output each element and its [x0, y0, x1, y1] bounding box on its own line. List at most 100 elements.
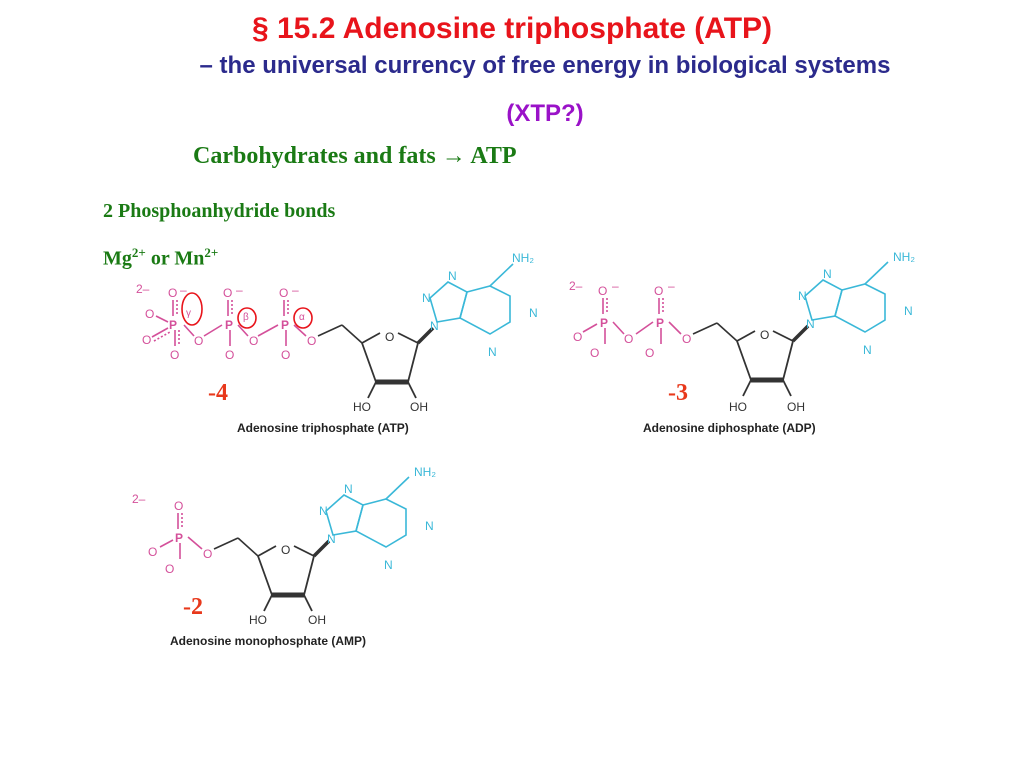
adp-n3: N	[863, 343, 872, 357]
gamma-bond-circle	[181, 292, 203, 326]
atp-charge: -4	[208, 380, 228, 406]
atp-o-bridge-2: O	[249, 334, 258, 348]
amp-caption: Adenosine monophosphate (AMP)	[170, 634, 366, 648]
mn-superscript: 2+	[204, 245, 219, 260]
atp-minus-3: –	[292, 283, 299, 297]
atp-o-ester: O	[307, 334, 316, 348]
adp-charge: -3	[668, 380, 688, 406]
slide-title: § 15.2 Adenosine triphosphate (ATP)	[0, 12, 1024, 46]
atp-oh: OH	[410, 400, 428, 414]
mn-label: Mn	[174, 247, 205, 270]
atp-ring-o: O	[385, 330, 394, 344]
amp-n3: N	[384, 558, 393, 572]
adp-ring-o: O	[760, 328, 769, 342]
atp-n7-ring: N	[422, 291, 431, 305]
adp-o-bottom-2: O	[645, 346, 654, 360]
atp-o-bridge-1: O	[194, 334, 203, 348]
atp-o-top-2: O	[223, 286, 232, 300]
amp-n1: N	[425, 519, 434, 533]
amp-charge: -2	[183, 594, 203, 620]
atp-n9: N	[430, 319, 439, 333]
adp-o-bridge: O	[624, 332, 633, 346]
atp-nh2: NH₂	[512, 251, 534, 265]
carbs-product: ATP	[470, 143, 517, 169]
carbs-to-atp: Carbohydrates and fats → ATP	[193, 143, 517, 170]
title-text: 15.2 Adenosine triphosphate (ATP)	[276, 12, 773, 45]
adp-n1: N	[904, 304, 913, 318]
atp-ion-charge: 2–	[136, 282, 150, 296]
atp-minus-2: –	[236, 283, 243, 297]
adp-ho: HO	[729, 400, 747, 414]
adp-n9: N	[806, 317, 815, 331]
atp-ho: HO	[353, 400, 371, 414]
adp-o-bottom-1: O	[590, 346, 599, 360]
amp-nh2: NH₂	[414, 465, 436, 479]
or-label: or	[145, 247, 175, 270]
adp-o-top-1: O	[598, 284, 607, 298]
amp-ho: HO	[249, 613, 267, 627]
atp-o-bottom-1: O	[170, 348, 179, 362]
adp-minus-2: –	[668, 279, 675, 293]
atp-p-beta: P	[225, 318, 233, 332]
atp-o-bottom-3: O	[281, 348, 290, 362]
amp-structure: 2– O O P O O O HO OH N N N N N NH₂ Adeno…	[132, 465, 436, 648]
atp-n3: N	[488, 345, 497, 359]
adp-o-ester: O	[682, 332, 691, 346]
carbs-text: Carbohydrates and fats	[193, 143, 436, 169]
atp-labels: 2– – – – O O O O O P P P O O O O O O γ β…	[136, 251, 538, 414]
gamma-label: γ	[186, 308, 191, 319]
adp-p-beta: P	[600, 316, 608, 330]
atp-o-top-3: O	[279, 286, 288, 300]
slide-subtitle: – the universal currency of free energy …	[199, 52, 891, 79]
atp-phosphate-chain	[151, 300, 307, 346]
amp-n7-ring: N	[319, 504, 328, 518]
amp-o-top: O	[174, 499, 183, 513]
adp-nh2: NH₂	[893, 250, 915, 264]
atp-o-bottom-2: O	[225, 348, 234, 362]
atp-caption: Adenosine triphosphate (ATP)	[237, 421, 409, 435]
beta-label: β	[243, 312, 249, 323]
atp-structure: 2– – – – O O O O O P P P O O O O O O γ β…	[136, 251, 538, 435]
amp-ring-o: O	[281, 543, 290, 557]
atp-n7: N	[448, 269, 457, 283]
adp-o-top-2: O	[654, 284, 663, 298]
adp-p-alpha: P	[656, 316, 664, 330]
mg-label: Mg	[103, 247, 132, 270]
adp-oh: OH	[787, 400, 805, 414]
adp-o-left: O	[573, 330, 582, 344]
adp-n7-ring: N	[798, 289, 807, 303]
xtp-note: (XTP?)	[506, 100, 584, 127]
amp-ion-charge: 2–	[132, 492, 146, 506]
amp-oh: OH	[308, 613, 326, 627]
atp-p-gamma: P	[169, 318, 177, 332]
mg-superscript: 2+	[131, 245, 146, 260]
atp-o-left: O	[145, 307, 154, 321]
arrow-icon: →	[441, 143, 466, 169]
section-symbol: §	[251, 12, 269, 45]
adp-minus-1: –	[612, 279, 619, 293]
atp-adenine	[429, 263, 514, 335]
atp-minus-1: –	[180, 283, 187, 297]
phosphoanhydride-bonds: 2 Phosphoanhydride bonds	[103, 200, 336, 222]
amp-n7: N	[344, 482, 353, 496]
bond-circles	[181, 292, 313, 329]
atp-o-top-1: O	[168, 286, 177, 300]
alpha-label: α	[299, 312, 305, 323]
alpha-bond-circle	[293, 307, 313, 329]
amp-o-ester: O	[203, 547, 212, 561]
atp-o-left-2: O	[142, 333, 151, 347]
amp-o-left: O	[148, 545, 157, 559]
adp-structure: 2– – – O O O P P O O O O O HO OH N N N N…	[569, 250, 915, 435]
amp-n9: N	[327, 532, 336, 546]
metal-ions: Mg2+ or Mn2+	[103, 245, 218, 271]
atp-ribose	[361, 326, 435, 399]
amp-o-bottom: O	[165, 562, 174, 576]
atp-p-alpha: P	[281, 318, 289, 332]
atp-n1: N	[529, 306, 538, 320]
adp-n7: N	[823, 267, 832, 281]
beta-bond-circle	[237, 307, 257, 329]
adp-ion-charge: 2–	[569, 279, 583, 293]
adp-caption: Adenosine diphosphate (ADP)	[643, 421, 816, 435]
amp-p-alpha: P	[175, 531, 183, 545]
